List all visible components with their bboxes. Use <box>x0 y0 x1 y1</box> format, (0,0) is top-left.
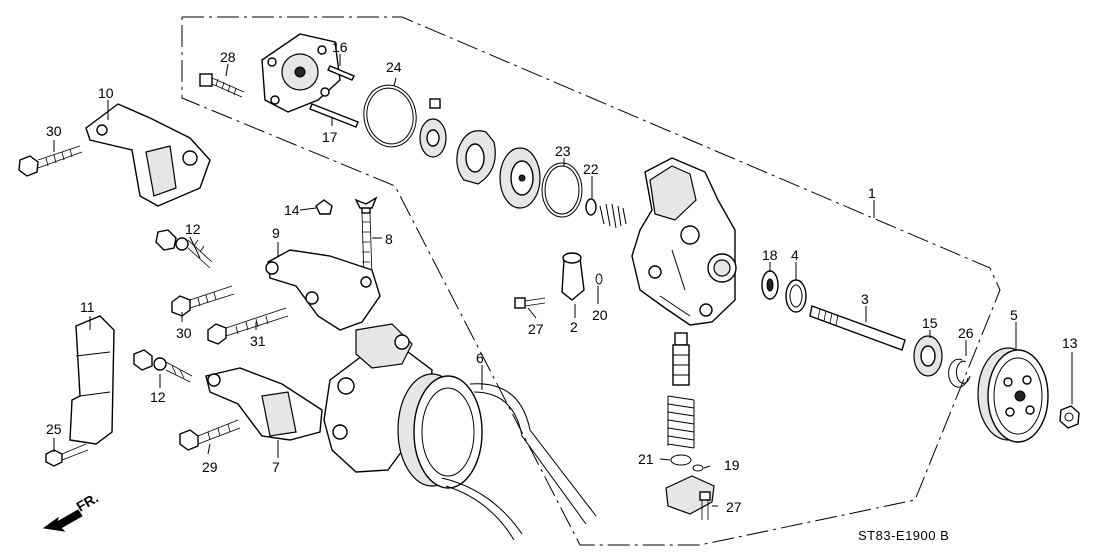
callout-18: 18 <box>762 247 778 263</box>
o-ring-19 <box>692 464 704 472</box>
callout-22: 22 <box>583 161 599 177</box>
pump-pulley-6 <box>397 373 483 489</box>
callout-30-mid: 30 <box>176 325 192 341</box>
bolt-25 <box>45 443 89 467</box>
bolt-30-top <box>18 145 83 177</box>
pump-body <box>631 157 737 326</box>
belt-6 <box>441 383 597 541</box>
callout-3: 3 <box>861 291 869 307</box>
callout-5: 5 <box>1010 307 1018 323</box>
seal-22 <box>585 198 597 216</box>
callout-12-bottom: 12 <box>150 389 166 405</box>
leader-lines <box>53 54 1073 507</box>
pin-16 <box>327 65 355 81</box>
callout-7: 7 <box>272 459 280 475</box>
vane <box>429 98 441 109</box>
callout-6: 6 <box>476 350 484 366</box>
callout-15: 15 <box>922 315 938 331</box>
callout-27-bottom: 27 <box>726 499 742 515</box>
pin-17 <box>309 103 359 128</box>
bolt-12-bottom <box>133 349 193 383</box>
callout-14: 14 <box>284 202 300 218</box>
front-direction-arrow-icon: FR. <box>42 489 101 532</box>
shaft-3 <box>809 305 906 351</box>
cam-ring <box>456 130 496 185</box>
spring-small <box>599 203 627 229</box>
bolt-27-bottom <box>699 491 711 520</box>
callout-9: 9 <box>272 225 280 241</box>
callout-19: 19 <box>724 457 740 473</box>
callout-8: 8 <box>385 231 393 247</box>
o-ring-21 <box>670 454 692 466</box>
callout-11: 11 <box>80 299 95 315</box>
callout-30-top: 30 <box>46 123 62 139</box>
bolt-30-mid <box>171 285 235 317</box>
callout-25: 25 <box>46 421 62 437</box>
callout-1: 1 <box>868 185 876 201</box>
callout-21: 21 <box>638 451 654 467</box>
bolt-8 <box>354 196 378 279</box>
bolt-12-top <box>155 229 213 269</box>
bearing-15 <box>913 335 943 377</box>
pump-cover <box>261 33 341 113</box>
rotor <box>419 118 447 158</box>
fitting-2 <box>561 252 585 301</box>
callout-2: 2 <box>570 319 578 335</box>
bearing-18 <box>761 270 779 300</box>
clip-14 <box>315 199 333 215</box>
callout-31: 31 <box>250 333 266 349</box>
callout-27-top: 27 <box>528 321 544 337</box>
callout-10: 10 <box>98 85 114 101</box>
callout-24: 24 <box>386 59 402 75</box>
callout-23: 23 <box>555 143 571 159</box>
o-ring-23 <box>541 162 583 218</box>
callout-26: 26 <box>958 325 974 341</box>
diagram-code: ST83-E1900 B <box>858 528 949 543</box>
bolt-29 <box>179 419 241 451</box>
bolt-31 <box>207 307 289 345</box>
bracket-10 <box>85 103 211 207</box>
valve-bolt <box>672 332 690 386</box>
callouts: 1 2 3 4 5 6 7 8 9 10 11 12 12 13 14 15 1… <box>46 39 1078 515</box>
pulley-5 <box>977 347 1049 443</box>
bolt-28 <box>199 73 245 98</box>
assembly-boundary <box>181 16 1001 546</box>
callout-12-top: 12 <box>185 221 201 237</box>
o-ring-20 <box>595 273 603 285</box>
nut-13 <box>1059 405 1080 429</box>
bracket-7 <box>205 367 323 441</box>
o-ring-24 <box>363 84 417 148</box>
callout-29: 29 <box>202 459 218 475</box>
seal-4 <box>785 279 807 313</box>
callout-20: 20 <box>592 307 608 323</box>
bracket-9 <box>265 249 381 331</box>
callout-17: 17 <box>322 129 338 145</box>
callout-28: 28 <box>220 49 236 65</box>
bolt-27-top <box>514 297 546 309</box>
callout-13: 13 <box>1062 335 1078 351</box>
snap-ring-26 <box>948 358 971 388</box>
stay-11 <box>69 315 115 445</box>
callout-16: 16 <box>332 39 348 55</box>
callout-4: 4 <box>791 247 799 263</box>
side-plate <box>499 147 541 209</box>
spring-valve <box>667 395 695 449</box>
